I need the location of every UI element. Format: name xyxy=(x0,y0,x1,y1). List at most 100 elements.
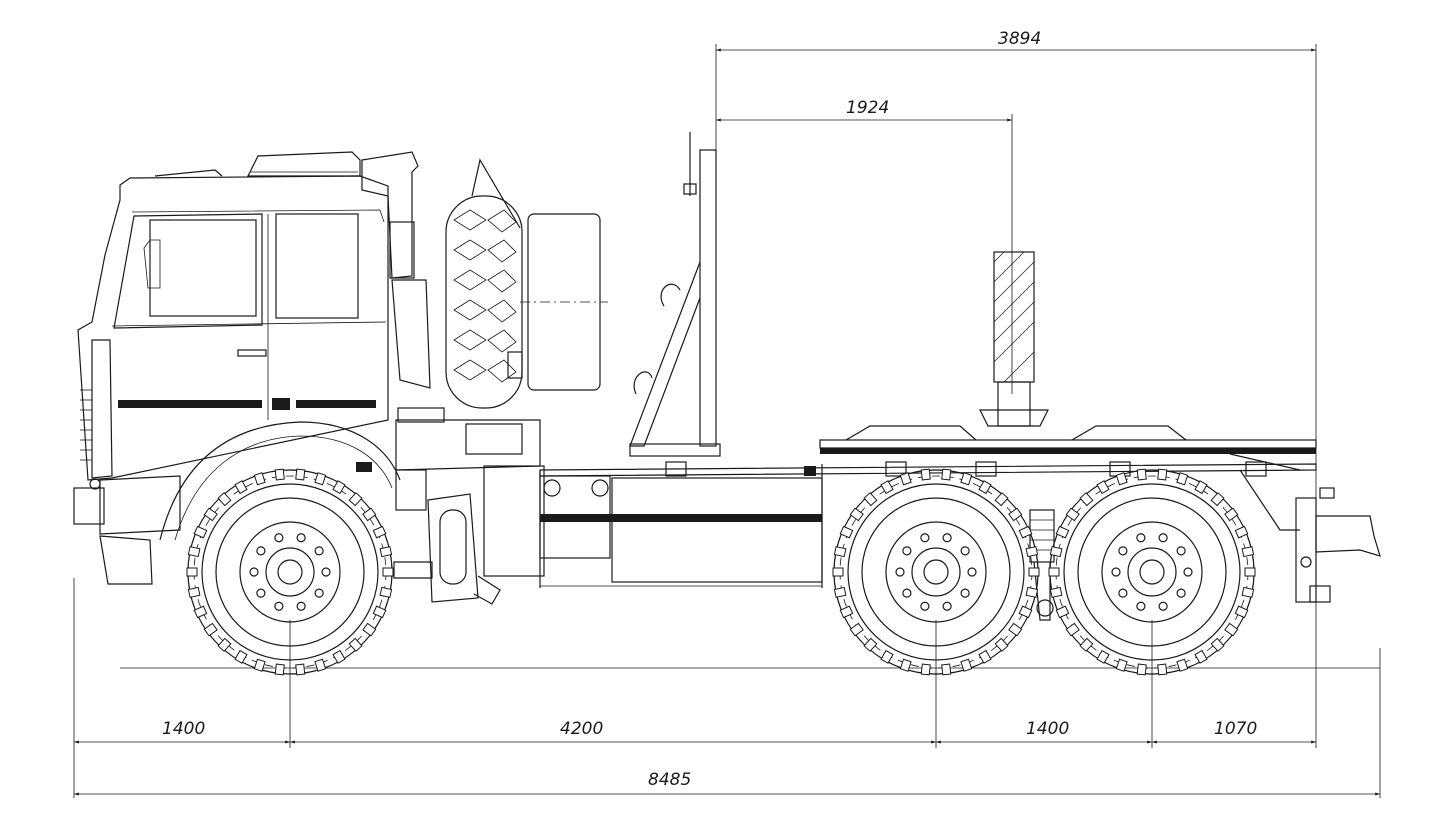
front-fender xyxy=(159,421,401,541)
tread-block xyxy=(274,663,285,676)
tread-block xyxy=(994,492,1009,507)
tread-block xyxy=(833,586,847,598)
tread-block xyxy=(203,507,218,522)
tread-block xyxy=(920,468,931,481)
tread-block xyxy=(1234,525,1249,539)
side-window xyxy=(275,213,359,319)
tread-block xyxy=(1096,480,1110,495)
tread-block xyxy=(960,472,973,486)
tread-block xyxy=(1008,622,1023,637)
middle-wheel-tread xyxy=(832,468,1040,676)
wheel-nut xyxy=(1118,546,1128,556)
wheel-nut xyxy=(314,546,324,556)
tread-block xyxy=(833,546,847,558)
tread-block xyxy=(382,567,394,577)
tread-block xyxy=(1018,525,1033,539)
wheel-nut xyxy=(296,533,306,543)
headboard xyxy=(629,132,721,457)
tread-block xyxy=(863,492,878,507)
door-window xyxy=(149,219,257,317)
tread-block xyxy=(193,605,208,619)
tread-block xyxy=(186,567,198,577)
tread-block xyxy=(1194,649,1208,664)
tread-block xyxy=(941,663,952,676)
tread-block xyxy=(362,507,377,522)
bogie-spring xyxy=(1029,509,1055,621)
wheel-nut xyxy=(1176,588,1186,598)
wheel-nut xyxy=(1158,533,1168,543)
tread-block xyxy=(234,649,248,664)
tread-block xyxy=(187,546,201,558)
tread-block xyxy=(1241,546,1255,558)
tread-block xyxy=(1210,637,1225,652)
tread-block xyxy=(1176,472,1189,486)
wheel-nut xyxy=(1118,588,1128,598)
tread-block xyxy=(839,605,854,619)
tread-block xyxy=(372,605,387,619)
wheel-nut xyxy=(902,546,912,556)
tread-block xyxy=(880,480,894,495)
tread-block xyxy=(1136,468,1147,481)
dim-label-3894: 3894 xyxy=(998,29,1041,49)
tread-block xyxy=(1224,622,1239,637)
tread-block xyxy=(217,492,232,507)
tread-block xyxy=(1115,472,1128,486)
wheel-nut xyxy=(920,533,930,543)
tread-block xyxy=(217,637,232,652)
tread-block xyxy=(1025,586,1039,598)
tread-block xyxy=(1055,525,1070,539)
wheel-nut xyxy=(920,601,930,611)
wheel-nut xyxy=(895,567,905,577)
tread-block xyxy=(1194,480,1208,495)
engine-area xyxy=(393,407,611,605)
rear-hitch xyxy=(1295,487,1381,603)
wheel-nut xyxy=(249,567,259,577)
tread-block xyxy=(1157,468,1168,481)
tread-block xyxy=(348,492,363,507)
tread-block xyxy=(994,637,1009,652)
front-bumper xyxy=(73,487,105,525)
wheel-nut xyxy=(274,533,284,543)
tread-block xyxy=(314,658,327,672)
dim-label-1924: 1924 xyxy=(846,98,889,118)
wheel-nut xyxy=(1158,601,1168,611)
tread-block xyxy=(1049,586,1063,598)
dim-label-rear-overhang: 1070 xyxy=(1214,719,1257,739)
tread-block xyxy=(849,622,864,637)
tread-block xyxy=(1055,605,1070,619)
cab-stripe-right xyxy=(296,400,376,408)
tread-block xyxy=(1115,658,1128,672)
tread-block xyxy=(314,472,327,486)
tread-block xyxy=(362,622,377,637)
wheel-nut xyxy=(1136,533,1146,543)
front-wheel-tread xyxy=(186,468,394,676)
tread-block xyxy=(849,507,864,522)
tread-block xyxy=(332,649,346,664)
wheel-nut xyxy=(942,601,952,611)
tread-block xyxy=(332,480,346,495)
tread-block xyxy=(1157,663,1168,676)
wheel-nut xyxy=(274,601,284,611)
dim-label-wheelbase-rear: 1400 xyxy=(1026,719,1069,739)
tread-block xyxy=(1048,567,1060,577)
tread-block xyxy=(899,658,912,672)
tread-block xyxy=(1136,663,1147,676)
tread-block xyxy=(960,658,973,672)
tread-block xyxy=(187,586,201,598)
rear-stanchion xyxy=(979,251,1049,427)
dim-label-front-overhang: 1400 xyxy=(162,719,205,739)
wheel-nut xyxy=(1111,567,1121,577)
tread-block xyxy=(1065,507,1080,522)
tread-block xyxy=(1079,492,1094,507)
wheel-nut xyxy=(942,533,952,543)
tread-block xyxy=(348,637,363,652)
spare-wheel xyxy=(445,158,523,409)
tread-block xyxy=(1234,605,1249,619)
tread-block xyxy=(253,472,266,486)
wheel-nut xyxy=(902,588,912,598)
wheel-nut xyxy=(256,546,266,556)
tread-block xyxy=(880,649,894,664)
cab xyxy=(73,151,431,585)
tread-block xyxy=(941,468,952,481)
tread-block xyxy=(1065,622,1080,637)
